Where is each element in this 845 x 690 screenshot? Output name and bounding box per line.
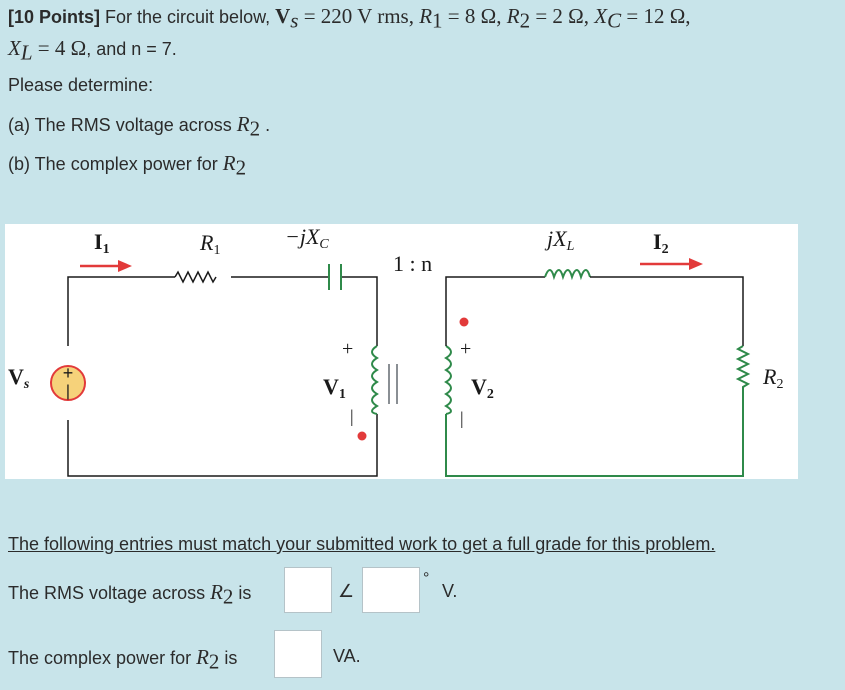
transformer-primary-coil (371, 345, 379, 415)
secondary-dot (459, 317, 469, 327)
inductor-xl (544, 269, 591, 281)
complex-power-input[interactable] (274, 630, 322, 678)
source-minus: | (66, 383, 70, 400)
angle-symbol: ∠ (338, 581, 355, 601)
transformer-secondary-coil (444, 345, 452, 415)
r2-label: R2 (762, 364, 783, 392)
i2-label: I2 (653, 229, 669, 257)
primary-dot (357, 431, 367, 441)
voltage-source (50, 365, 86, 401)
wire-top-mid (231, 276, 378, 346)
vs-label: Vs (8, 364, 30, 392)
rms-voltage-prompt: The RMS voltage across R2 is (8, 580, 252, 609)
circuit-diagram: + | I1 R1 −jXC 1 : n jXL I2 Vs + V1 | + … (5, 224, 798, 479)
resistor-r1 (174, 270, 217, 284)
xl-label: jXL (544, 226, 575, 254)
source-plus: + (63, 363, 74, 383)
i2-arrowhead (689, 258, 703, 270)
capacitor-xc (328, 264, 342, 290)
part-a: (a) The RMS voltage across R2 . (8, 112, 271, 141)
resistor-r2 (445, 345, 751, 477)
wire-bottom-left (67, 414, 378, 477)
v1-plus: + (342, 338, 353, 360)
turns-ratio-label: 1 : n (393, 251, 432, 276)
rms-angle-input[interactable] (362, 567, 420, 613)
i1-arrowhead (118, 260, 132, 272)
grading-notice: The following entries must match your su… (8, 534, 716, 554)
xc-label: −jXC (285, 224, 329, 252)
problem-statement-line-2: XL = 4 Ω, and n = 7. (8, 36, 177, 65)
v2-minus: | (460, 408, 464, 428)
determine-heading: Please determine: (8, 75, 154, 95)
va-unit: VA. (333, 646, 361, 666)
rms-magnitude-input[interactable] (284, 567, 332, 613)
v1-minus: | (350, 406, 354, 426)
part-b: (b) The complex power for R2 (8, 151, 247, 180)
problem-statement-line-1: [10 Points] For the circuit below, Vs = … (8, 4, 691, 33)
points-label: [10 Points] (8, 7, 101, 27)
wire-top-far-right (590, 276, 744, 346)
degree-symbol: ° (423, 570, 430, 587)
wire-top-left (67, 276, 175, 346)
complex-power-prompt: The complex power for R2 is (8, 645, 238, 674)
r1-label: R1 (199, 230, 220, 258)
v1-label: V1 (323, 374, 346, 402)
volt-unit: V. (442, 581, 458, 601)
i1-label: I1 (94, 229, 110, 257)
v2-label: V2 (471, 374, 494, 402)
transformer-core (388, 364, 398, 404)
v2-plus: + (460, 338, 471, 360)
wire-top-right (445, 276, 545, 346)
